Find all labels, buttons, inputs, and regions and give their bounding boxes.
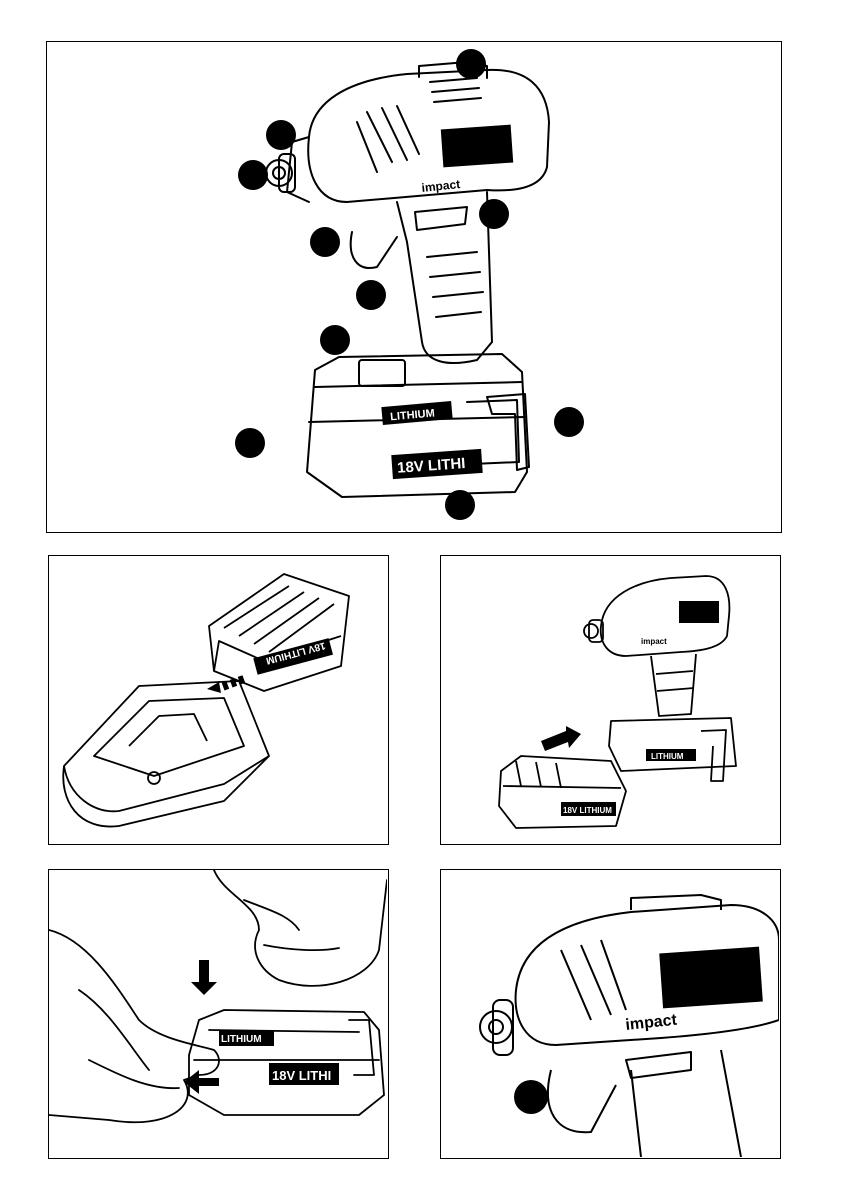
press-down-arrow-icon	[191, 960, 217, 995]
handle	[631, 1050, 741, 1157]
callout-circle	[456, 49, 486, 79]
figure-5-trigger-detail: impact	[440, 869, 781, 1159]
callout-circle	[356, 280, 386, 310]
figure-4-drawing: LITHIUM 18V LITHI	[49, 870, 387, 1157]
figure-2-charging: 18V LITHIUM	[48, 555, 389, 845]
trigger	[351, 232, 397, 268]
charger-base	[63, 681, 269, 827]
tool-brand-text: impact	[641, 637, 667, 646]
figure-4-remove-battery: LITHIUM 18V LITHI	[48, 869, 389, 1159]
callout-circle	[479, 199, 509, 229]
callout-circle	[320, 325, 350, 355]
callout-circle	[238, 160, 268, 190]
upper-hand	[214, 870, 387, 986]
tool-brand-text: impact	[625, 1012, 679, 1034]
lower-hand	[49, 930, 219, 1122]
callout-circle	[554, 407, 584, 437]
figure-3-drawing: impact 18V LITHIUM LITHIUM	[441, 556, 779, 843]
handle	[651, 654, 696, 716]
base-label: LITHIUM	[651, 752, 684, 761]
tool-base	[609, 718, 736, 771]
insert-arrow-icon	[541, 726, 581, 751]
figure-2-drawing: 18V LITHIUM	[49, 556, 387, 843]
battery-top-label: LITHIUM	[221, 1034, 262, 1045]
handle	[407, 192, 492, 363]
callout-circle	[266, 120, 296, 150]
callout-circle	[235, 428, 265, 458]
figure-5-drawing: impact	[441, 870, 779, 1157]
battery-label: 18V LITHIUM	[563, 806, 612, 815]
bit-holder	[480, 1011, 512, 1043]
figure-1-tool-overview: impact LITHIUM 18V LITHI	[46, 41, 782, 533]
battery-front-label: 18V LITHI	[272, 1068, 331, 1083]
trigger	[548, 1070, 616, 1132]
figure-3-insert-battery: impact 18V LITHIUM LITHIUM	[440, 555, 781, 845]
callout-circle	[514, 1080, 548, 1114]
callout-circle	[445, 490, 475, 520]
figure-1-drawing: impact LITHIUM 18V LITHI	[47, 42, 780, 531]
callout-circle	[310, 227, 340, 257]
